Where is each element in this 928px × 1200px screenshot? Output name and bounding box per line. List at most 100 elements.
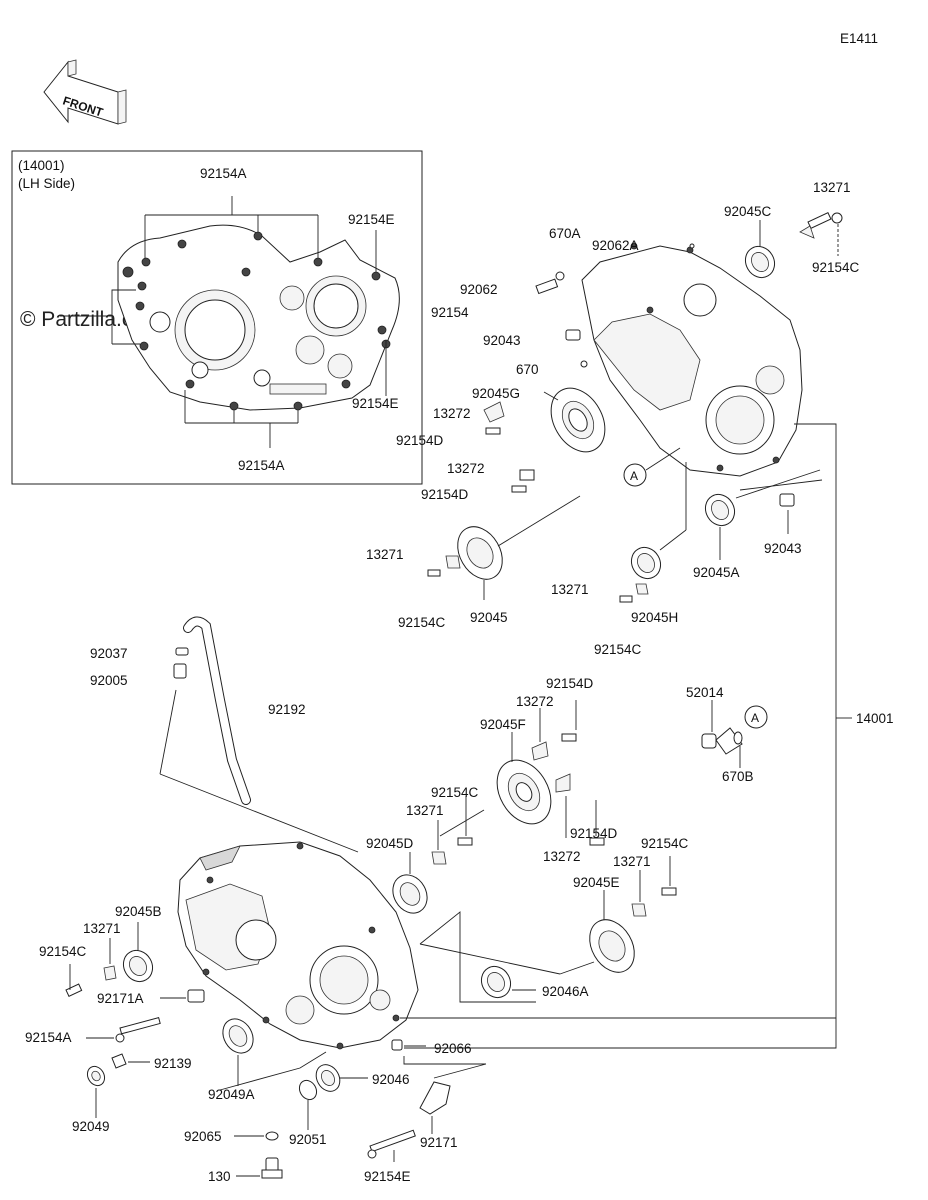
diagram-code: E1411 [840, 31, 878, 46]
label-92154e: 92154E [364, 1169, 411, 1184]
label-92154d-c: 92154D [546, 676, 594, 691]
bushing-92051 [298, 1079, 318, 1130]
label-92154a: 92154A [25, 1030, 72, 1045]
label-13272-d: 13272 [543, 849, 581, 864]
label-92037: 92037 [90, 646, 128, 661]
dowel-92171a [160, 989, 205, 1003]
label-13271-e: 13271 [613, 854, 651, 869]
inset-title-1: (14001) [18, 158, 65, 173]
label-92154: 92154 [431, 305, 469, 320]
label-92049a: 92049A [208, 1087, 255, 1102]
bearing-92045f [439, 732, 552, 837]
label-92192: 92192 [268, 702, 306, 717]
label-670b: 670B [722, 769, 754, 784]
label-92154c-e: 92154C [641, 836, 689, 851]
label-92062: 92062 [460, 282, 498, 297]
label-670a: 670A [549, 226, 581, 241]
plug-130 [236, 1157, 283, 1179]
label-92154d-b: 92154D [421, 487, 469, 502]
label-92051: 92051 [289, 1132, 327, 1147]
label-92046: 92046 [372, 1072, 410, 1087]
bearing-92045e [559, 890, 635, 975]
label-92065: 92065 [184, 1129, 222, 1144]
seal-92045d [392, 852, 428, 914]
inset-title-2: (LH Side) [18, 176, 75, 191]
label-92045c: 92045C [724, 204, 772, 219]
dowel-92066 [391, 1039, 426, 1051]
label-670: 670 [516, 362, 539, 377]
label-13271-d: 13271 [406, 803, 444, 818]
label-92154d-a: 92154D [396, 433, 444, 448]
label-13271-a: 13271 [813, 180, 851, 195]
label-92171: 92171 [420, 1135, 458, 1150]
label-13271-c: 13271 [551, 582, 589, 597]
label-92049: 92049 [72, 1119, 110, 1134]
label-92154c-d: 92154C [431, 785, 479, 800]
breather-hose-92192 [159, 616, 359, 853]
label-92066: 92066 [434, 1041, 472, 1056]
label-92045d: 92045D [366, 836, 414, 851]
sensor-52014 [701, 700, 743, 768]
seal-92045c [744, 220, 776, 279]
callout-a-lower-label: A [751, 711, 759, 725]
label-13272-b: 13272 [447, 461, 485, 476]
callout-a-upper-label: A [630, 469, 638, 483]
label-92154d-d: 92154D [570, 826, 618, 841]
label-92045g: 92045G [472, 386, 520, 401]
seal-92045a [704, 469, 821, 560]
seal-92049 [86, 1065, 106, 1118]
label-13271-b: 13271 [366, 547, 404, 562]
label-92154c-f: 92154C [39, 944, 87, 959]
bolt-92154a [86, 1017, 161, 1043]
bearing-92045 [457, 495, 581, 600]
crankcase-lower [177, 841, 419, 1050]
label-92046a: 92046A [542, 984, 589, 999]
label-13272-c: 13272 [516, 694, 554, 709]
part-labels: 13271 92154C 92045C 670A 92062A 92062 92… [25, 180, 894, 1184]
label-92045b: 92045B [115, 904, 162, 919]
label-92171a: 92171A [97, 991, 144, 1006]
small-parts-upper [535, 243, 695, 368]
label-92045: 92045 [470, 610, 508, 625]
callout-a-upper: A [623, 447, 681, 487]
assembly-bracket-14001 [219, 423, 852, 1091]
inset-label-top: 92154A [200, 166, 247, 181]
label-92005: 92005 [90, 673, 128, 688]
label-92043-a: 92043 [483, 333, 521, 348]
label-92154c-a: 92154C [812, 260, 860, 275]
seal-92045h [630, 462, 687, 580]
label-92045h: 92045H [631, 610, 678, 625]
seal-92045b [122, 922, 154, 983]
label-92045e: 92045E [573, 875, 620, 890]
label-92045f: 92045F [480, 717, 526, 732]
plates-and-bolts-middle [431, 700, 677, 917]
label-92154c-b: 92154C [398, 615, 446, 630]
washer-92065 [234, 1131, 279, 1141]
bearing-92046 [315, 1064, 368, 1092]
bearing-92046a [480, 965, 536, 999]
label-92139: 92139 [154, 1056, 192, 1071]
label-92062a: 92062A [592, 238, 639, 253]
label-13272-a: 13272 [433, 406, 471, 421]
crankcase-rh-upper [581, 242, 803, 477]
label-14001: 14001 [856, 711, 894, 726]
bolt-92154c-lower-left [65, 938, 117, 998]
fitting-92139 [111, 1053, 150, 1069]
callout-a-lower: A [744, 705, 768, 729]
inset-label-bottom: 92154A [238, 458, 285, 473]
label-92043-b: 92043 [764, 541, 802, 556]
inset-label-right-bottom: 92154E [352, 396, 399, 411]
inset-label-right-top: 92154E [348, 212, 395, 227]
label-130: 130 [208, 1169, 231, 1184]
label-52014: 52014 [686, 685, 724, 700]
label-13271-f: 13271 [83, 921, 121, 936]
bolt-92154e [367, 1129, 416, 1162]
bolt-92154c-upper [799, 212, 843, 256]
bearing-92045g [543, 387, 606, 453]
lh-side-inset: (14001) (LH Side) [11, 150, 423, 485]
seal-92049a [222, 1018, 254, 1086]
label-92045a: 92045A [693, 565, 740, 580]
bolt-and-plate-upper-left [427, 401, 649, 603]
front-arrow-icon: FRONT [43, 59, 127, 125]
